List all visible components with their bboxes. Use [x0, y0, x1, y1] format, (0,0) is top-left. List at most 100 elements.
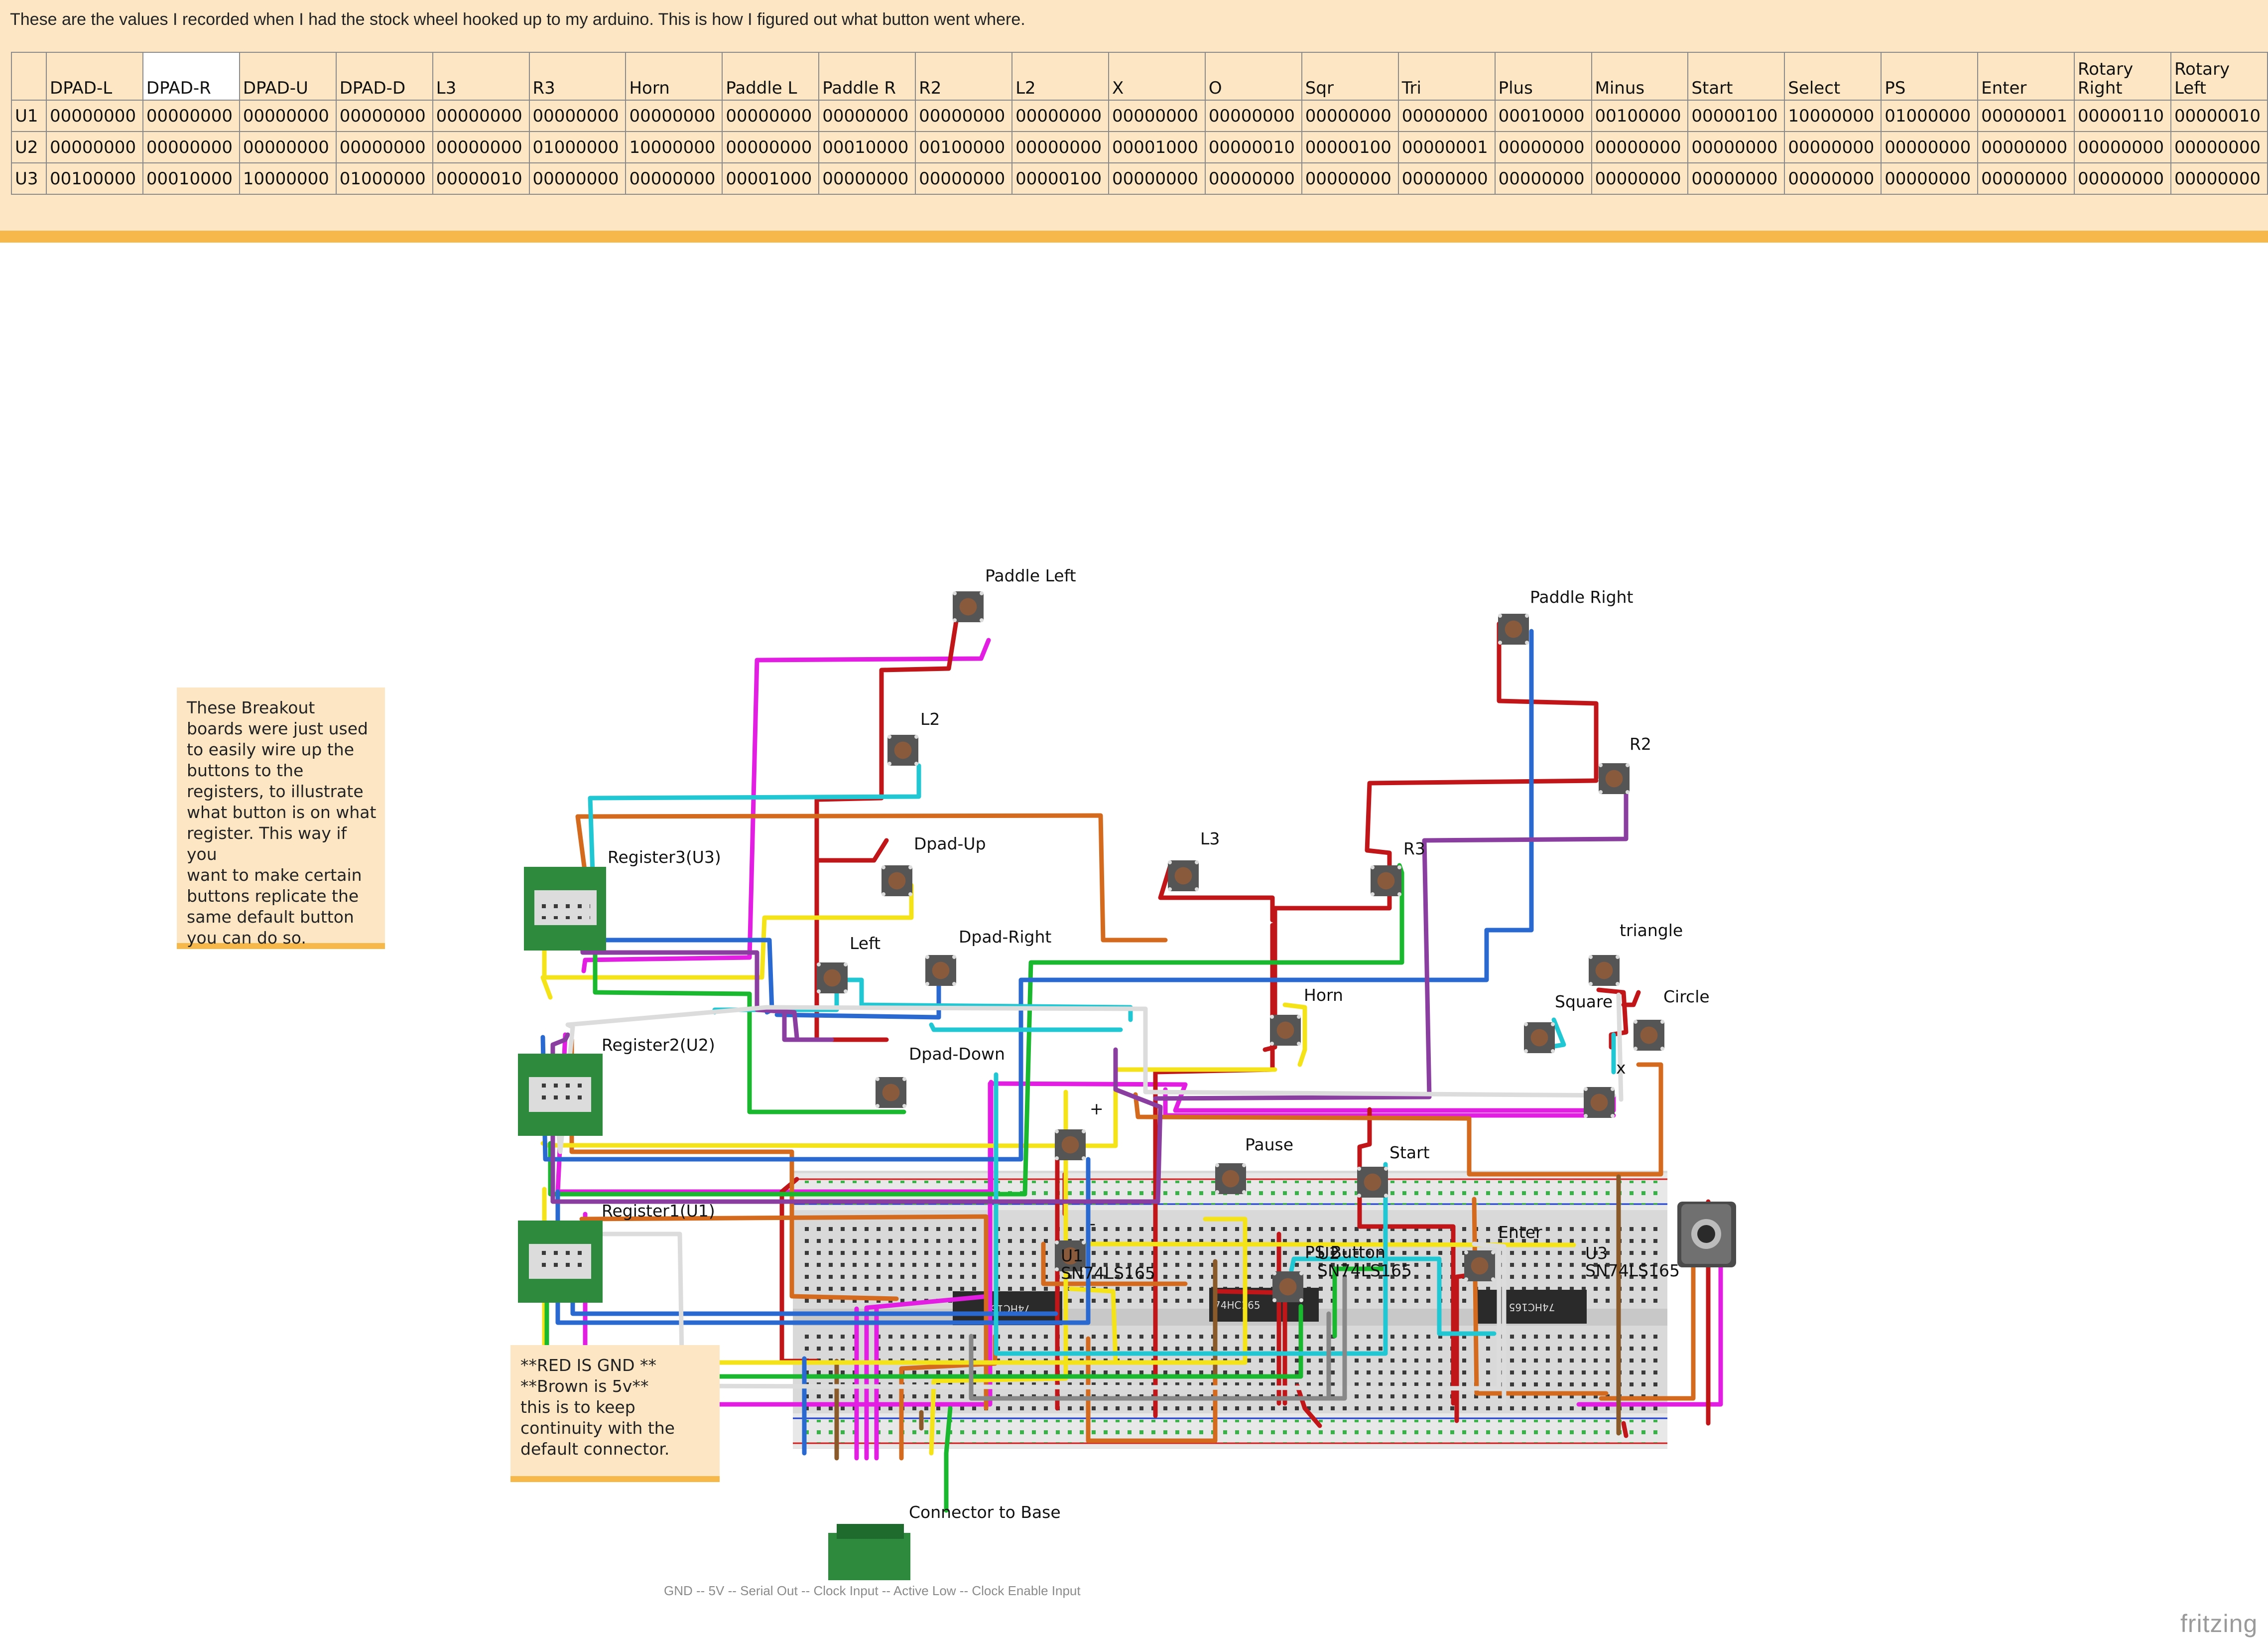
table-cell: 00000000 [2074, 162, 2171, 195]
label-start: Start [1389, 1143, 1430, 1162]
button-cap [1590, 1093, 1608, 1111]
table-cell: 00010000 [818, 131, 916, 163]
breakout-note-line: what button is on what [187, 803, 377, 822]
breakout-note-line: boards were just used [187, 719, 368, 738]
button-pin [1626, 790, 1630, 794]
table-cell: 00000100 [1301, 131, 1399, 163]
table-cell: 00000100 [1687, 100, 1785, 132]
button-pin [980, 618, 984, 622]
table-cell: 01000000 [335, 162, 433, 195]
breakout-note-line: buttons replicate the [187, 886, 359, 906]
label-paddle-left: Paddle Left [985, 566, 1076, 585]
button-pin [1634, 1020, 1638, 1024]
button-pin [902, 1077, 906, 1081]
button-cap [882, 1084, 900, 1101]
label-left: Left [850, 934, 881, 953]
button-pin [1215, 1190, 1219, 1194]
button-pin [1082, 1267, 1086, 1271]
button-pin [1525, 614, 1529, 618]
label-x: x [1616, 1058, 1626, 1078]
button-pin [952, 955, 956, 959]
button-pin [1357, 1167, 1361, 1171]
row-label: U3 [10, 162, 47, 195]
breakout-note-line: buttons to the [187, 761, 304, 780]
table-cell: 00000000 [1301, 100, 1399, 132]
column-header: Paddle R [818, 52, 916, 101]
table-cell: 00000000 [1301, 162, 1399, 195]
button-pin [887, 735, 891, 739]
column-header: R3 [528, 52, 627, 101]
button-pin [1357, 1194, 1361, 1198]
color-note-line: **Brown is 5v** [520, 1376, 649, 1396]
button-pin [953, 591, 957, 595]
table-cell: 00000000 [1108, 162, 1206, 195]
table-cell: 00000000 [46, 100, 143, 132]
table-cell: 00000000 [335, 131, 433, 163]
table-cell: 00010000 [1494, 100, 1592, 132]
table-cell: 00000000 [239, 131, 337, 163]
label-enter: Enter [1498, 1223, 1542, 1242]
color-note-line: continuity with the [520, 1418, 675, 1438]
button-cap [1222, 1170, 1240, 1188]
button-pin [1491, 1277, 1495, 1281]
table-cell: 00000100 [1011, 162, 1109, 195]
button-pin [1524, 1022, 1528, 1026]
column-header: Sqr [1301, 52, 1399, 101]
table-cell: 00100000 [46, 162, 143, 195]
rotary-potentiometer [1677, 1202, 1736, 1267]
label-u2-part: SN74LS165 [1317, 1261, 1412, 1280]
base-connector [828, 1524, 910, 1580]
table-cell: 00001000 [1108, 131, 1206, 163]
table-cell: 00100000 [915, 131, 1013, 163]
button-pin [1589, 955, 1593, 959]
button-pin [1397, 865, 1401, 869]
button-pin [1584, 1114, 1588, 1118]
label-dpad-right: Dpad-Right [959, 927, 1051, 947]
button-pin [1055, 1156, 1059, 1160]
table-cell: 00000000 [818, 100, 916, 132]
button-pin [1082, 1129, 1086, 1133]
table-cell: 00000000 [625, 100, 723, 132]
button-pin [876, 1104, 880, 1108]
button-cap [1530, 1029, 1548, 1047]
button-pin [1660, 1020, 1664, 1024]
button-pin [1055, 1240, 1059, 1244]
table-cell: 00000000 [915, 100, 1013, 132]
label-l3: L3 [1200, 829, 1220, 848]
button-pin [1299, 1271, 1303, 1275]
connector-pinout-caption: GND -- 5V -- Serial Out -- Clock Input -… [664, 1583, 1081, 1598]
button-pin [1384, 1167, 1388, 1171]
color-note-line: default connector. [520, 1439, 670, 1459]
button-pin [844, 989, 848, 993]
table-cell: 00000000 [2074, 131, 2171, 163]
label-u3-part: SN74LS165 [1585, 1261, 1680, 1280]
button-cap [1364, 1173, 1382, 1191]
column-header: R2 [915, 52, 1013, 101]
table-cell: 00000000 [239, 100, 337, 132]
column-header: DPAD-R [142, 52, 240, 101]
button-pin [1215, 1163, 1219, 1167]
label-circle: Circle [1663, 987, 1710, 1006]
label-dpad-down: Dpad-Down [909, 1044, 1005, 1064]
label-register3: Register3(U3) [608, 847, 721, 867]
button-pin [876, 1077, 880, 1081]
button-pin [1242, 1190, 1246, 1194]
label-register2: Register2(U2) [602, 1035, 715, 1055]
button-pin [1491, 1250, 1495, 1254]
register2-breakout [518, 1054, 603, 1136]
table-cell: 10000000 [1784, 100, 1882, 132]
label-horn: Horn [1304, 985, 1343, 1005]
label-register1: Register1(U1) [602, 1201, 715, 1221]
label-triangle: triangle [1620, 921, 1683, 940]
wiring-diagram: 74HC165 74HC165 74HC165 [518, 566, 1736, 1580]
breakout-note-line: register. This way if you [187, 823, 347, 864]
label-u1-part: SN74LS165 [1061, 1263, 1155, 1283]
button-pin [902, 1104, 906, 1108]
row-label: U1 [10, 100, 47, 132]
button-pin [1272, 1271, 1276, 1275]
label-pause: Pause [1245, 1135, 1293, 1154]
button-pin [1371, 892, 1375, 896]
button-pin [1242, 1163, 1246, 1167]
table-cell: 00000000 [1397, 162, 1496, 195]
